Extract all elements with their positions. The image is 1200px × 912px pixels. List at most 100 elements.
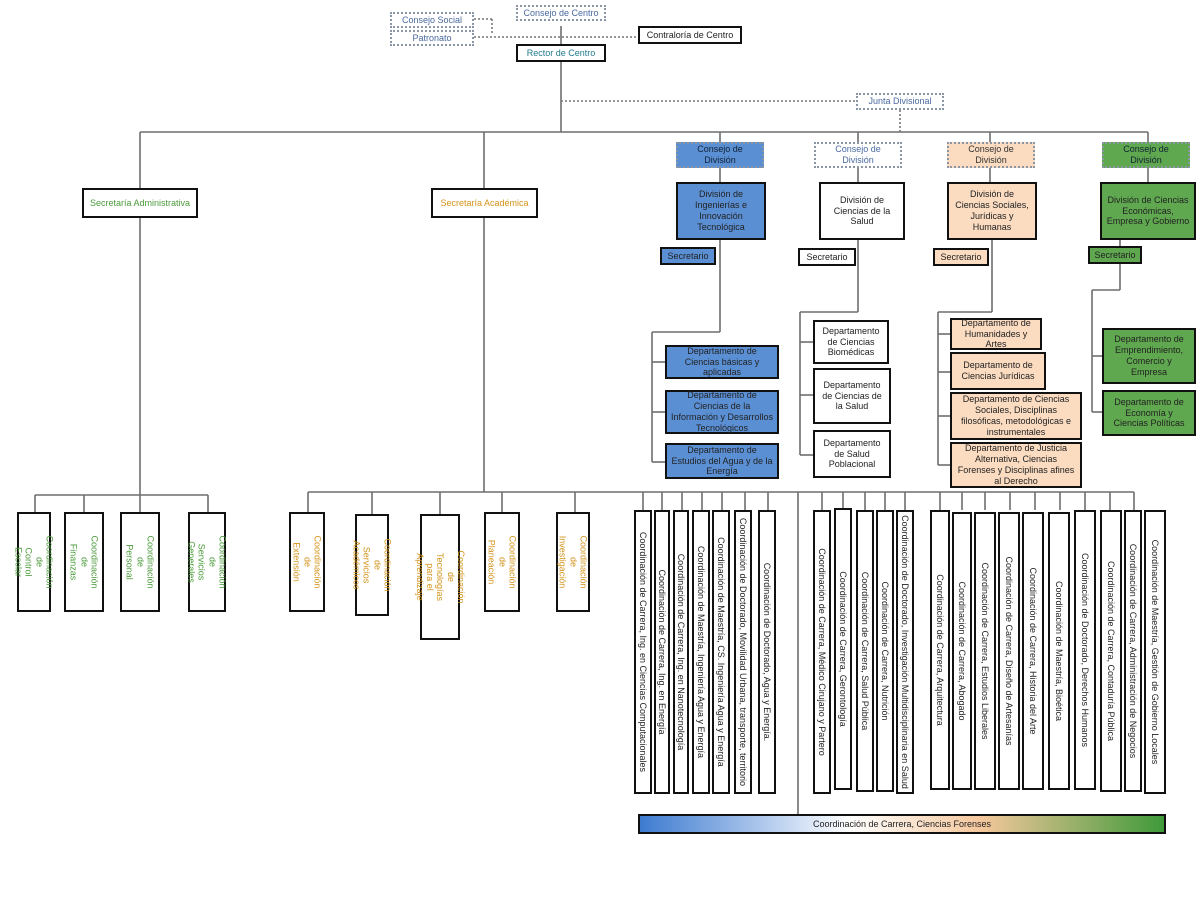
secretario-1: Secretario (660, 247, 716, 265)
coord-maestria-ingenieria-agua: Coordinación de Maestría, Ingeniería Agu… (692, 510, 710, 794)
secretario-2: Secretario (798, 248, 856, 266)
secretaria-administrativa-label: Secretaría Administrativa (89, 197, 191, 208)
coord-derechos-humanos-label: Coordinación de Doctorado, Derechos Huma… (1080, 552, 1091, 748)
coord-nutricion-label: Coordinación de Carrera, Nutrición (880, 581, 891, 721)
rector-box: Rector de Centro (516, 44, 606, 62)
division-salud: División de Ciencias de la Salud (819, 182, 905, 240)
coord-maestria-bioetica: Coordinación de Maestría, Bioética (1048, 512, 1070, 790)
division-ingenierias: División de Ingenierías e Innovación Tec… (676, 182, 766, 240)
coord-doctorado-movilidad: Coordinación de Doctorado, Movilidad Urb… (734, 510, 752, 794)
coord-doctorado-salud-label: Coordinación de Doctorado, Investigación… (900, 515, 911, 789)
coord-arquitectura-label: Coordinación de Carrera, Arquitectura (935, 574, 946, 726)
coord-medico-cirujano-label: Coordinación de Carrera, Médico Cirujano… (817, 548, 828, 756)
coord-administracion-negocios-label: Coordinación de Carrera, Administración … (1128, 543, 1139, 759)
coord-derechos-humanos: Coordinación de Doctorado, Derechos Huma… (1074, 510, 1096, 790)
contraloria-box: Contraloría de Centro (638, 26, 742, 44)
coord-salud-publica-label: Coordinación de Carrera, Salud Pública (860, 571, 871, 731)
dept-justicia-alternativa: Departamento de Justicia Alternativa, Ci… (950, 442, 1082, 488)
consejo-social-label: Consejo Social (401, 14, 463, 25)
rector-label: Rector de Centro (526, 47, 596, 58)
coord-salud-publica: Coordinación de Carrera, Salud Pública (856, 510, 874, 792)
dept-economia: Departamento de Economía y Ciencias Polí… (1102, 390, 1196, 436)
consejo-division-2-label: Consejo de División (835, 144, 881, 165)
coord-tecnologias-aprendizaje-label: Coordinación de Tecnologías para el Apre… (414, 550, 466, 604)
coord-ing-nanotecnologia-label: Coordinación de Carrera, Ing. en Nanotec… (676, 553, 687, 751)
division-economicas: División de Ciencias Económicas, Empresa… (1100, 182, 1196, 240)
secretario-4-label: Secretario (1094, 249, 1136, 260)
coord-doctorado-agua-label: Coordinación de Doctorado, Agua y Energí… (762, 562, 773, 742)
dept-emprendimiento-label: Departamento de Emprendimiento, Comercio… (1114, 334, 1184, 377)
coord-medico-cirujano: Coordinación de Carrera, Médico Cirujano… (813, 510, 831, 794)
dept-justicia-alternativa-label: Departamento de Justicia Alternativa, Ci… (957, 443, 1075, 486)
secretaria-administrativa-box: Secretaría Administrativa (82, 188, 198, 218)
consejo-social-box: Consejo Social (390, 12, 474, 28)
coord-historia-arte-label: Coordinación de Carrera, Historia del Ar… (1028, 567, 1039, 735)
coord-contaduria: Coordinación de Carrera, Contaduría Públ… (1100, 510, 1122, 792)
dept-ciencias-informacion-label: Departamento de Ciencias de la Informaci… (670, 390, 774, 433)
coord-investigacion-label: Coordinación de Investigación (557, 535, 589, 589)
dept-ciencias-salud: Departamento de Ciencias de la Salud (813, 368, 891, 424)
consejo-division-4-label: Consejo de División (1123, 144, 1169, 165)
coord-maestria-cs-agua: Coordinación de Maestría, CS. Ingeniería… (712, 510, 730, 794)
coord-ing-energia-label: Coordinación de Carrera, Ing. en Energía (657, 569, 668, 735)
coord-personal: Coordinación de Personal (120, 512, 160, 612)
coord-ciencias-forenses-label: Coordinación de Carrera, Ciencias Forens… (812, 819, 992, 829)
consejo-division-3: Consejo de División (947, 142, 1035, 168)
coord-estudios-liberales: Coordinación de Carrera, Estudios Libera… (974, 512, 996, 790)
dept-ciencias-basicas-label: Departamento de Ciencias básicas y aplic… (684, 345, 760, 378)
coord-control-escolar: Coordinación de Control Escolar (14, 512, 55, 612)
patronato-label: Patronato (412, 32, 452, 43)
coord-doctorado-movilidad-label: Coordinación de Doctorado, Movilidad Urb… (738, 517, 749, 787)
coord-planeacion: Coordinación de Planeación (484, 512, 520, 612)
consejo-division-1-label: Consejo de División (697, 144, 743, 165)
coord-maestria-ingenieria-agua-label: Coordinación de Maestría, Ingeniería Agu… (696, 545, 707, 759)
division-salud-label: División de Ciencias de la Salud (833, 194, 891, 227)
coord-servicios-academicos: Coordinación de Servicios Académicos (352, 514, 393, 616)
coord-personal-label: Coordinación de Personal (124, 535, 156, 589)
dept-estudios-agua-label: Departamento de Estudios del Agua y de l… (671, 444, 773, 477)
secretario-3-label: Secretario (940, 251, 982, 262)
coord-contaduria-label: Coordinación de Carrera, Contaduría Públ… (1106, 560, 1117, 742)
coord-gerontologia: Coordinación de Carrera, Gerontología (834, 508, 852, 790)
coord-maestria-bioetica-label: Coordinación de Maestría, Bioética (1054, 580, 1065, 722)
coord-estudios-liberales-label: Coordinación de Carrera, Estudios Libera… (980, 562, 991, 740)
coord-gerontologia-label: Coordinación de Carrera, Gerontología (838, 571, 849, 727)
dept-salud-poblacional-label: Departamento de Salud Poblacional (823, 437, 881, 470)
dept-biomedicas: Departamento de Ciencias Biomédicas (813, 320, 889, 364)
coord-abogado: Coordinación de Carrera, Abogado (952, 512, 972, 790)
consejo-centro-box: Consejo de Centro (516, 5, 606, 21)
coord-extension-label: Coordinación de Extensión (291, 535, 323, 589)
dept-juridicas-label: Departamento de Ciencias Jurídicas (961, 360, 1035, 381)
secretario-2-label: Secretario (806, 251, 848, 262)
secretario-1-label: Secretario (667, 250, 709, 261)
patronato-box: Patronato (390, 30, 474, 46)
consejo-centro-label: Consejo de Centro (523, 7, 599, 18)
dept-humanidades: Departamento de Humanidades y Artes (950, 318, 1042, 350)
coord-extension: Coordinación de Extensión (289, 512, 325, 612)
coord-servicios-academicos-label: Coordinación de Servicios Académicos (351, 538, 393, 592)
secretaria-academica-box: Secretaría Académica (431, 188, 538, 218)
coord-ciencias-forenses: Coordinación de Carrera, Ciencias Forens… (638, 814, 1166, 834)
contraloria-label: Contraloría de Centro (646, 29, 734, 40)
coord-investigacion: Coordinación de Investigación (556, 512, 590, 612)
division-economicas-label: División de Ciencias Económicas, Empresa… (1106, 194, 1190, 227)
coord-ing-energia: Coordinación de Carrera, Ing. en Energía (654, 510, 670, 794)
division-sociales: División de Ciencias Sociales, Jurídicas… (947, 182, 1037, 240)
secretaria-academica-label: Secretaría Académica (440, 197, 529, 208)
dept-humanidades-label: Departamento de Humanidades y Artes (961, 317, 1031, 350)
coord-gestion-gobierno-label: Coordinación de Maestría, Gestión de Gob… (1150, 539, 1161, 765)
dept-ciencias-salud-label: Departamento de Ciencias de la Salud (822, 379, 882, 412)
dept-estudios-agua: Departamento de Estudios del Agua y de l… (665, 443, 779, 479)
dept-juridicas: Departamento de Ciencias Jurídicas (950, 352, 1046, 390)
consejo-division-3-label: Consejo de División (968, 144, 1014, 165)
coord-nutricion: Coordinación de Carrera, Nutrición (876, 510, 894, 792)
dept-economia-label: Departamento de Economía y Ciencias Polí… (1113, 396, 1185, 429)
dept-emprendimiento: Departamento de Emprendimiento, Comercio… (1102, 328, 1196, 384)
division-ingenierias-label: División de Ingenierías e Innovación Tec… (694, 189, 748, 232)
junta-divisional-label: Junta Divisional (868, 96, 932, 107)
division-sociales-label: División de Ciencias Sociales, Jurídicas… (955, 189, 1029, 232)
dept-ciencias-sociales: Departamento de Ciencias Sociales, Disci… (950, 392, 1082, 440)
dept-salud-poblacional: Departamento de Salud Poblacional (813, 430, 891, 478)
